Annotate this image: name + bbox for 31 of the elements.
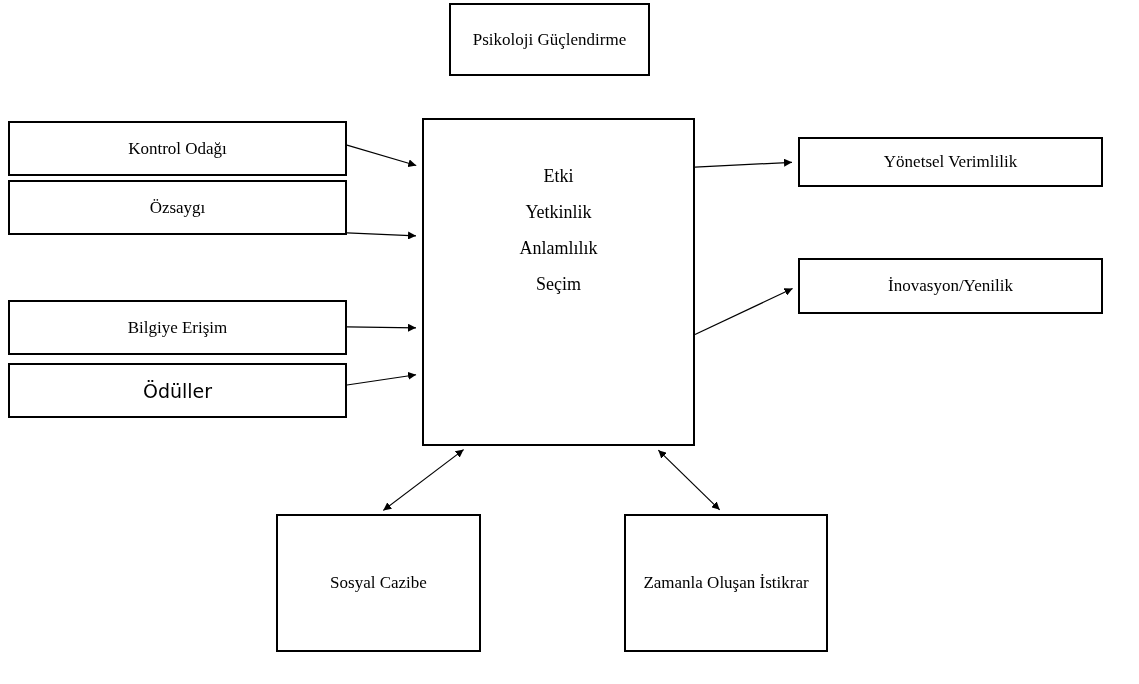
arrow xyxy=(694,158,793,168)
concept-box xyxy=(624,514,828,652)
concept-box xyxy=(798,258,1103,314)
arrow xyxy=(382,449,465,511)
box-label: İnovasyon/Yenilik xyxy=(888,276,1013,296)
concept-box xyxy=(449,3,650,76)
box-label: Anlamlılık xyxy=(519,238,598,259)
arrow xyxy=(657,449,721,511)
box-label: Özsaygı xyxy=(149,197,206,218)
concept-box xyxy=(8,363,347,418)
box-label: Yetkinlik xyxy=(525,202,592,223)
arrow xyxy=(346,144,417,168)
box-label: Seçim xyxy=(536,274,581,295)
arrow xyxy=(346,231,417,240)
concept-box xyxy=(8,180,347,235)
arrow xyxy=(694,287,794,336)
box-label: Kontrol Odağı xyxy=(128,138,227,159)
concept-box xyxy=(8,121,347,176)
box-label: Etki xyxy=(543,166,574,187)
box-label: Psikoloji Güçlendirme xyxy=(472,29,627,50)
concept-box xyxy=(798,137,1103,187)
box-label: Sosyal Cazibe xyxy=(330,573,427,593)
box-label: Bilgiye Erişim xyxy=(127,317,228,338)
central-box xyxy=(422,118,695,446)
box-label: Ödüller xyxy=(142,379,213,402)
box-label: Yönetsel Verimlilik xyxy=(883,152,1018,172)
arrow xyxy=(346,371,417,386)
arrow xyxy=(346,323,417,332)
concept-box xyxy=(8,300,347,355)
concept-box xyxy=(276,514,481,652)
box-label: Zamanla Oluşan İstikrar xyxy=(643,573,809,593)
